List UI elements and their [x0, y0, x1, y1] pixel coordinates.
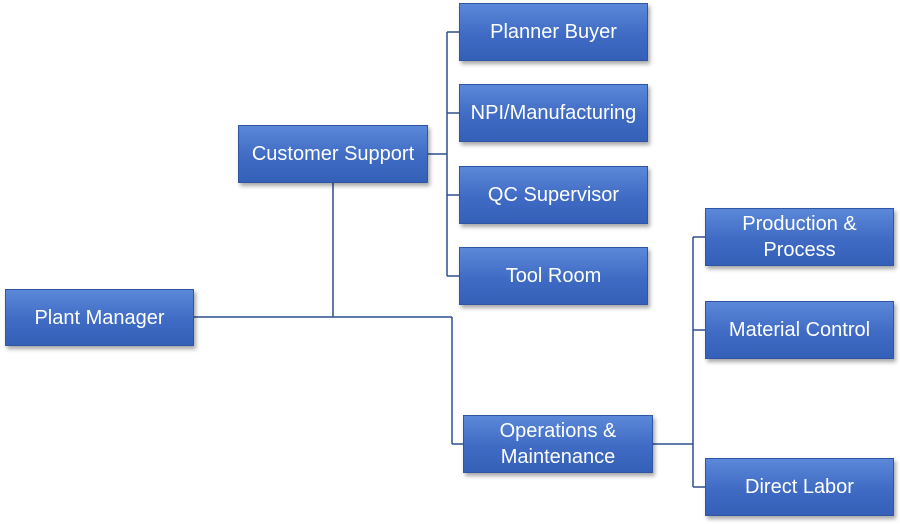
node-label: Customer Support: [251, 143, 415, 165]
node-label: Direct Labor: [745, 476, 854, 498]
node-label: NPI/Manufacturing: [470, 102, 637, 124]
node-label: Plant Manager: [34, 306, 165, 329]
node-plant-manager: Plant Manager: [5, 289, 194, 346]
node-label: Production & Process: [742, 213, 857, 261]
node-customer-support: Customer Support: [238, 125, 428, 183]
node-qc-supervisor: QC Supervisor: [459, 166, 648, 224]
node-label: Operations & Maintenance: [499, 420, 617, 468]
node-label: Tool Room: [505, 265, 602, 287]
node-planner-buyer: Planner Buyer: [459, 3, 648, 61]
node-production-process: Production & Process: [705, 208, 894, 266]
node-operations-maintenance: Operations & Maintenance: [463, 415, 653, 473]
node-label: Planner Buyer: [490, 21, 617, 43]
node-npi-manufacturing: NPI/Manufacturing: [459, 84, 648, 142]
node-direct-labor: Direct Labor: [705, 458, 894, 516]
node-label: QC Supervisor: [487, 184, 620, 206]
node-tool-room: Tool Room: [459, 247, 648, 305]
node-material-control: Material Control: [705, 301, 894, 359]
node-label: Material Control: [728, 319, 871, 341]
